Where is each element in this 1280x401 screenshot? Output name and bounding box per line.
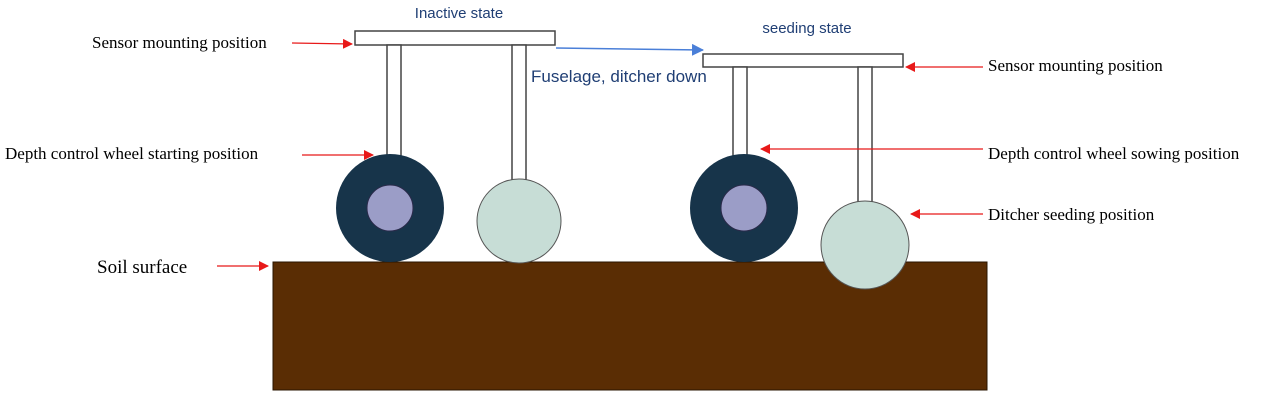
sensor-pointer-left <box>291 38 353 49</box>
sensor-label-right: Sensor mounting position <box>988 56 1163 75</box>
wheel-arm-inactive <box>386 44 402 159</box>
ditcher-arm-inactive <box>511 44 527 186</box>
ditcher-seeding-label: Ditcher seeding position <box>988 205 1155 224</box>
sensor-plate-inactive <box>354 30 556 46</box>
soil-surface-label: Soil surface <box>97 257 187 278</box>
seeding-state-title: seeding state <box>762 20 851 37</box>
transition-label: Fuselage, ditcher down <box>531 67 707 86</box>
transition-arrow <box>555 43 704 56</box>
sensor-plate-seeding <box>702 53 904 68</box>
ditcher-disc-seeding <box>820 200 910 290</box>
wheel-arm-seeding <box>732 66 748 159</box>
depth-wheel-sowing-label: Depth control wheel sowing position <box>988 144 1240 163</box>
depth-control-wheel-seeding <box>690 154 798 262</box>
sensor-label-left: Sensor mounting position <box>92 33 267 52</box>
ditcher-arm-seeding <box>857 66 873 208</box>
depth-control-wheel-inactive <box>336 154 444 262</box>
ditcher-disc-inactive <box>476 178 562 264</box>
inactive-state-title: Inactive state <box>415 5 503 22</box>
depth-wheel-start-label: Depth control wheel starting position <box>5 144 259 163</box>
